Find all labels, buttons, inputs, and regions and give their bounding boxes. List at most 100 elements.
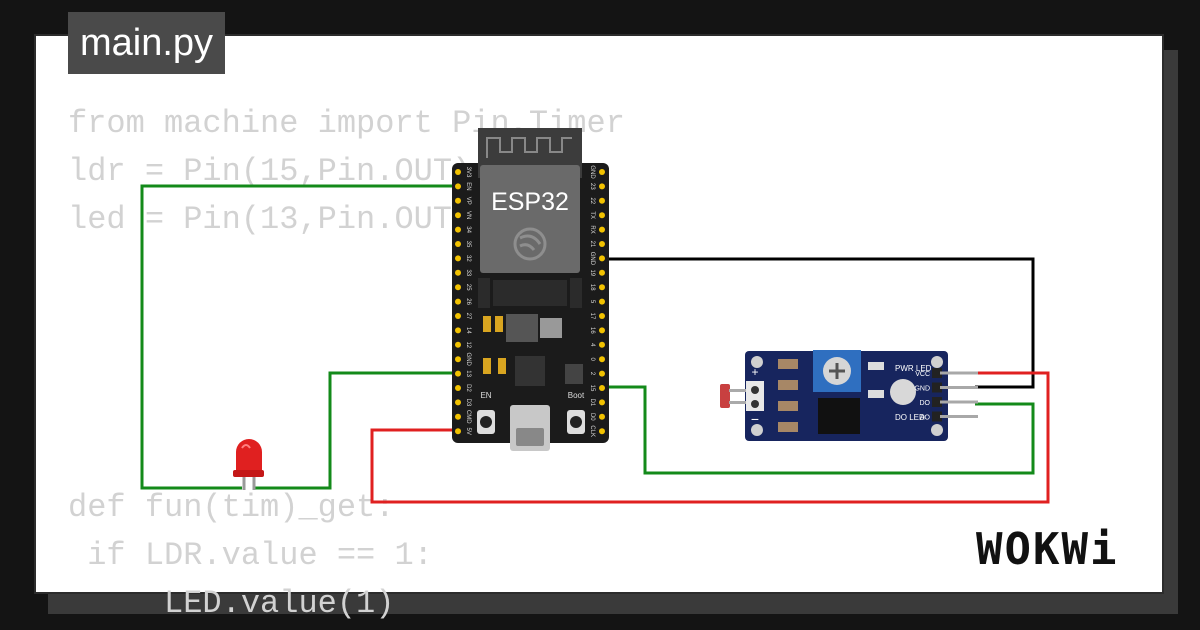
pin-vn[interactable] — [455, 212, 461, 219]
pin-label: 35 — [465, 241, 471, 248]
pin-label: 15 — [589, 385, 595, 392]
espressif-logo-icon — [513, 227, 547, 261]
pin-label: 27 — [465, 313, 471, 320]
pin-label: D3 — [465, 399, 471, 407]
pin-3v3[interactable] — [455, 169, 461, 175]
pin-22[interactable] — [599, 197, 605, 204]
pin-label: 5 — [589, 300, 595, 304]
pin-label: 22 — [589, 197, 595, 204]
red-led[interactable] — [233, 439, 264, 490]
pin-12[interactable] — [455, 341, 461, 348]
sensor-pin-do[interactable] — [940, 400, 978, 404]
pin-en[interactable] — [455, 183, 461, 190]
pin-4[interactable] — [599, 341, 605, 348]
pin-19[interactable] — [599, 269, 605, 276]
pin-label: RX — [589, 225, 595, 233]
pin-26[interactable] — [455, 298, 461, 305]
pin-label: EN — [465, 182, 471, 190]
pin-0[interactable] — [599, 356, 605, 363]
regulator-chip — [506, 314, 538, 342]
pin-d2[interactable] — [455, 385, 461, 391]
module-pcb — [745, 351, 948, 441]
pin-d0[interactable] — [599, 413, 605, 420]
pin-label: 4 — [589, 343, 595, 347]
usb-uart-chip — [515, 356, 545, 386]
pin-34[interactable] — [455, 226, 461, 233]
pin-clk[interactable] — [599, 428, 605, 435]
pin-cmd[interactable] — [455, 413, 461, 420]
en-label: EN — [480, 391, 491, 400]
sensor-pin-ao[interactable] — [940, 415, 978, 418]
pin-label: 3V3 — [465, 167, 471, 178]
left-pin-header: 3V3ENVPVN343532332526271412GND13D2D3CMD5… — [455, 167, 471, 435]
do-led-label: DO LED — [895, 413, 925, 422]
pin-14[interactable] — [455, 327, 461, 334]
pin-21[interactable] — [599, 241, 605, 247]
minus-label: − — [751, 411, 759, 427]
file-tab[interactable]: main.py — [68, 12, 226, 74]
pin-27[interactable] — [455, 313, 461, 319]
wire-gnd — [602, 257, 1035, 389]
esp32-module-shield — [480, 165, 580, 273]
pin-23[interactable] — [599, 183, 605, 190]
pin-16[interactable] — [599, 327, 605, 334]
code-snippet-bottom: def fun(tim)_get: if LDR.value == 1: LED… — [68, 489, 433, 622]
sensor-pin-header: VCC GND DO AO — [914, 368, 978, 422]
pin-gnd[interactable] — [599, 255, 605, 262]
pin-15[interactable] — [599, 385, 605, 391]
pin-vp[interactable] — [455, 197, 461, 204]
pin-5v[interactable] — [455, 428, 461, 435]
wire-3v3-led — [140, 184, 458, 490]
pin-label: 0 — [589, 358, 595, 362]
wokwi-logo: WOKWi — [976, 524, 1119, 575]
pin-13[interactable] — [455, 370, 461, 377]
pin-label: GND — [589, 165, 595, 179]
pin-label: CLK — [589, 425, 595, 437]
pin-label: 34 — [465, 226, 471, 233]
pin-label: 12 — [465, 341, 471, 348]
pin-label: D2 — [465, 384, 471, 392]
pin-18[interactable] — [599, 284, 605, 291]
pin-label: 17 — [589, 313, 595, 320]
sensor-pin-label: AO — [920, 415, 931, 422]
sensor-pin-label: GND — [914, 386, 930, 393]
pin-label: 21 — [589, 241, 595, 248]
pin-label: 2 — [589, 372, 595, 376]
esp32-board[interactable]: ESP32 EN Boot 3V3ENVPVN34353233252627141… — [452, 128, 609, 451]
sensor-pin-label: VCC — [915, 371, 930, 378]
pin-label: 19 — [589, 269, 595, 276]
pwr-led — [890, 379, 916, 405]
sensor-pin-label: DO — [920, 400, 931, 407]
pin-label: VP — [465, 197, 471, 205]
pin-33[interactable] — [455, 269, 461, 276]
pin-tx[interactable] — [599, 212, 605, 219]
pin-label: 25 — [465, 284, 471, 291]
pin-label: GND — [465, 353, 471, 367]
pin-5[interactable] — [599, 298, 605, 305]
pin-rx[interactable] — [599, 226, 605, 233]
pin-35[interactable] — [455, 241, 461, 247]
pin-d3[interactable] — [455, 399, 461, 406]
esp32-label: ESP32 — [491, 188, 569, 216]
comparator-chip — [818, 398, 860, 434]
pin-32[interactable] — [455, 255, 461, 262]
sensor-pin-vcc[interactable] — [940, 371, 978, 375]
pin-2[interactable] — [599, 370, 605, 377]
sensor-pin-gnd[interactable] — [940, 386, 978, 389]
pin-gnd[interactable] — [599, 169, 605, 175]
pin-17[interactable] — [599, 313, 605, 319]
led-bulb — [236, 439, 262, 474]
pin-gnd[interactable] — [455, 356, 461, 363]
pin-label: D0 — [589, 413, 595, 421]
pin-d1[interactable] — [599, 399, 605, 406]
boot-label: Boot — [568, 391, 585, 400]
pin-25[interactable] — [455, 284, 461, 291]
pin-label: GND — [589, 252, 595, 266]
pin-label: 14 — [465, 327, 471, 334]
wire-gpio15-do — [602, 385, 1035, 475]
pin-label: 18 — [589, 284, 595, 291]
photoresistor — [720, 384, 730, 408]
